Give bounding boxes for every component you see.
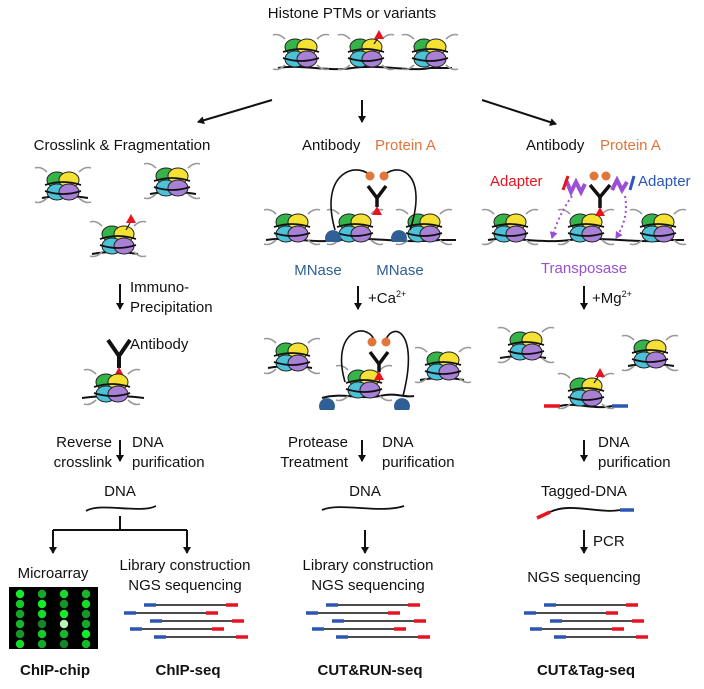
- microarray-spot: [37, 599, 47, 609]
- protein-a-label-mid: Protein A: [375, 137, 436, 154]
- mnase-label-1: MNase: [294, 262, 342, 279]
- protein-a-label-right: Protein A: [600, 137, 661, 154]
- reverse-label-1: Reverse: [56, 434, 112, 451]
- dna-label-left: DNA: [104, 483, 136, 500]
- lib-label-mid-1: Library construction: [303, 557, 434, 574]
- dna-fragment-left: [85, 505, 157, 512]
- mnase-label-2: MNase: [376, 262, 424, 279]
- dna-fragment-mid: [321, 505, 405, 511]
- adapter-blue-label: Adapter: [638, 173, 691, 190]
- lib-label-left-2: NGS sequencing: [128, 577, 241, 594]
- purif-label-right-1: DNA: [598, 434, 630, 451]
- method-cuttag: CUT&Tag-seq: [537, 662, 635, 679]
- crosslink-label: Crosslink & Fragmentation: [34, 137, 211, 154]
- purif-label-1: DNA: [132, 434, 164, 451]
- microarray-spot: [81, 619, 91, 629]
- method-cutrun: CUT&RUN-seq: [318, 662, 423, 679]
- lib-label-mid-2: NGS sequencing: [311, 577, 424, 594]
- diagram-title: Histone PTMs or variants: [268, 5, 436, 22]
- method-chip-seq: ChIP-seq: [155, 662, 220, 679]
- cutrun-complex: [263, 169, 456, 246]
- tagged-dna-fragment: [536, 507, 634, 520]
- microarray-spot: [81, 599, 91, 609]
- microarray-spot: [81, 629, 91, 639]
- lib-label-left-1: Library construction: [120, 557, 251, 574]
- pcr-label: PCR: [593, 533, 625, 550]
- reads-cuttag: [524, 603, 648, 639]
- ip-label-1: Immuno-: [130, 279, 189, 296]
- protease-label-1: Protease: [288, 434, 348, 451]
- branch-arrows: [49, 516, 191, 554]
- purif-label-right-2: purification: [598, 454, 671, 471]
- microarray-spot: [15, 589, 25, 599]
- microarray-label: Microarray: [18, 565, 89, 582]
- microarray-spot: [15, 599, 25, 609]
- left-antibody: [106, 338, 132, 376]
- microarray-spot: [15, 619, 25, 629]
- microarray-spot: [59, 639, 69, 649]
- microarray-spot: [15, 639, 25, 649]
- cleaved-fragments-mid: [263, 330, 472, 410]
- purif-label-2: purification: [132, 454, 205, 471]
- microarray-spot: [59, 619, 69, 629]
- purif-label-mid-2: purification: [382, 454, 455, 471]
- top-chromatin: [272, 30, 459, 71]
- microarray-spot: [59, 629, 69, 639]
- microarray-spot: [37, 609, 47, 619]
- antibody-label: Antibody: [130, 336, 189, 353]
- reads-cutrun: [306, 603, 430, 639]
- ngs-label-right: NGS sequencing: [527, 569, 640, 586]
- microarray-spot: [37, 619, 47, 629]
- transposase-label: Transposase: [541, 260, 627, 277]
- microarray-spot: [59, 589, 69, 599]
- cuttag-complex: [481, 171, 687, 246]
- purif-label-mid-1: DNA: [382, 434, 414, 451]
- microarray-spot: [59, 609, 69, 619]
- microarray-spot: [37, 589, 47, 599]
- tagged-dna-label: Tagged-DNA: [541, 483, 627, 500]
- microarray-chip: [9, 587, 98, 649]
- antibody-label-mid: Antibody: [302, 137, 361, 154]
- dna-label-mid: DNA: [349, 483, 381, 500]
- method-chip-chip: ChIP-chip: [20, 662, 90, 679]
- ip-label-2: Precipitation: [130, 299, 213, 316]
- top-arrows: [197, 99, 557, 126]
- microarray-spot: [37, 629, 47, 639]
- ca-label: +Ca2+: [368, 289, 406, 307]
- reads-chip-seq: [124, 603, 248, 639]
- adapter-red-label: Adapter: [490, 173, 543, 190]
- microarray-spot: [81, 609, 91, 619]
- ip-nucleosome: [81, 368, 145, 406]
- crosslinked-fragments: [34, 162, 201, 258]
- microarray-spot: [81, 589, 91, 599]
- mg-label: +Mg2+: [592, 289, 632, 307]
- reverse-label-2: crosslink: [54, 454, 113, 471]
- microarray-spot: [15, 609, 25, 619]
- microarray-spot: [59, 599, 69, 609]
- microarray-spot: [37, 639, 47, 649]
- microarray-spot: [15, 629, 25, 639]
- tagged-fragments: [497, 326, 679, 410]
- microarray-spot: [81, 639, 91, 649]
- protease-label-2: Treatment: [280, 454, 349, 471]
- antibody-label-right: Antibody: [526, 137, 585, 154]
